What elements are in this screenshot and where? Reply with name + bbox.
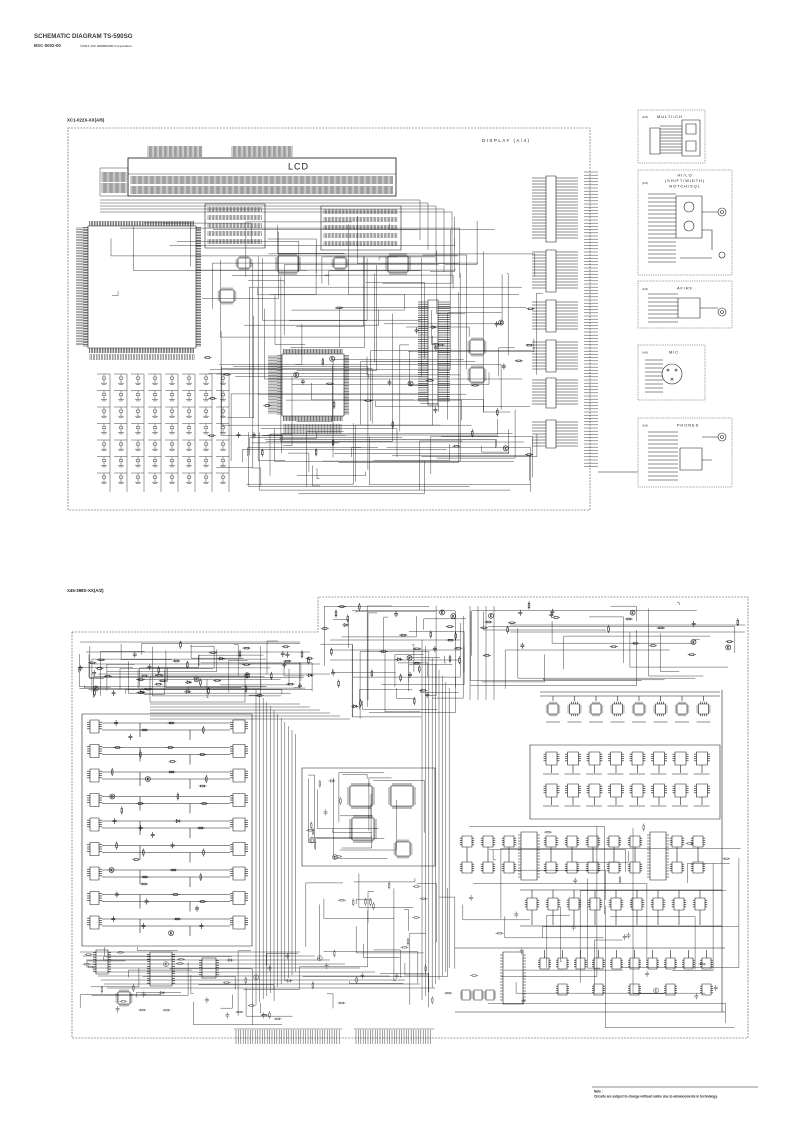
note-label: Note :	[594, 1090, 603, 1094]
display-circuitry	[76, 146, 598, 495]
bottom-connector-pins	[234, 1028, 434, 1044]
control-logic-grid	[455, 690, 725, 1013]
control-board-mic: (A/6) MIC	[637, 344, 706, 401]
channel-block-components	[108, 720, 209, 936]
lower-left-circuitry	[79, 947, 300, 1025]
control-title: MULTI/CH	[657, 114, 683, 119]
main-top-runs	[80, 606, 745, 703]
main-unit-label: X45-398X-XX(A/2)	[67, 588, 104, 593]
main-cpu-leads	[268, 355, 342, 434]
control-sheet-ref: (A/6)	[642, 424, 648, 428]
lower-mid-circuitry	[300, 873, 456, 1009]
lcd-pin-band	[99, 167, 396, 197]
control-subtitle: (SHIFT/WIDTH)	[665, 178, 705, 183]
display-components	[203, 306, 535, 457]
control-board-af-rf: (A/6) AF/RF	[637, 280, 733, 329]
document-code: BSC-0002-00	[34, 43, 61, 48]
control-sheet-ref: (A/6)	[642, 351, 648, 355]
control-board-hi-lo: (A/6) HI/LO (SHIFT/WIDTH) NOTCH/SQL	[637, 169, 733, 276]
page-footer: Note : Circuits are subject to change wi…	[592, 1086, 758, 1099]
display-sheet-label: DISPLAY (A/4)	[482, 138, 530, 143]
control-subtitle: NOTCH/SQL	[669, 184, 700, 189]
display-unit-frame	[67, 127, 591, 511]
control-board-frame	[637, 344, 706, 401]
board-connectors	[532, 175, 578, 449]
main-top-components	[78, 601, 739, 709]
control-board-frame	[637, 417, 733, 488]
control-title: AF/RF	[677, 286, 693, 291]
pin-header-frames	[204, 203, 402, 251]
control-boards: (A/6) MULTI/CH (A/6) HI/LO (SHIFT/WIDTH)…	[598, 109, 733, 488]
lcd-connector-pins	[147, 146, 293, 157]
main-top-wiring	[78, 602, 736, 719]
control-title: PHONES	[677, 423, 699, 428]
control-sheet-ref: (A/6)	[642, 181, 648, 185]
control-board-circuitry	[598, 119, 727, 481]
display-unit-label: XC1-022X-XX(A/6)	[67, 118, 105, 123]
page-title: SCHEMATIC DIAGRAM TS-590SG	[34, 33, 133, 40]
io-pin-list	[418, 299, 450, 406]
main-unit-circuitry	[78, 601, 745, 1044]
lcd-label: LCD	[288, 162, 309, 172]
control-title: MIC	[669, 350, 679, 355]
key-matrix	[97, 373, 230, 492]
control-title: HI/LO	[678, 173, 693, 178]
lcd-bus	[100, 199, 453, 284]
small-ics	[217, 253, 487, 385]
main-cpu	[277, 349, 349, 421]
pin-header-arrays	[207, 207, 398, 246]
main-unit-frame	[71, 596, 749, 1039]
copyright: ©2014 JVC KENWOOD Corporation	[80, 44, 132, 48]
control-board-frame	[637, 169, 733, 276]
control-board-frame	[637, 280, 733, 329]
dsp-block	[301, 767, 436, 867]
signal-bus	[80, 640, 450, 1005]
display-unit: XC1-022X-XX(A/6) DISPLAY (A/4) LCD	[67, 118, 598, 511]
control-board-multi-ch: (A/6) MULTI/CH	[637, 109, 706, 164]
dsp-block-circuitry	[306, 772, 425, 860]
control-sheet-ref: (A/6)	[642, 115, 648, 119]
page-header: SCHEMATIC DIAGRAM TS-590SG BSC-0002-00 ©…	[34, 33, 133, 48]
control-board-phones: (A/6) PHONES	[637, 417, 733, 488]
lower-left-ics	[93, 949, 219, 1007]
lcd-controller-chip	[83, 221, 201, 353]
channel-blocks	[81, 713, 253, 947]
control-sheet-ref: (A/6)	[642, 287, 648, 291]
control-board-frame	[637, 109, 706, 164]
main-unit: X45-398X-XX(A/2)	[67, 588, 749, 1044]
control-board-components	[598, 119, 727, 481]
control-logic-wiring	[462, 823, 741, 1028]
note-text: Circuits are subject to change without n…	[594, 1095, 718, 1099]
connector-pin-labels	[584, 171, 598, 467]
display-wiring	[110, 216, 543, 495]
lcd-controller-leads	[76, 227, 195, 360]
